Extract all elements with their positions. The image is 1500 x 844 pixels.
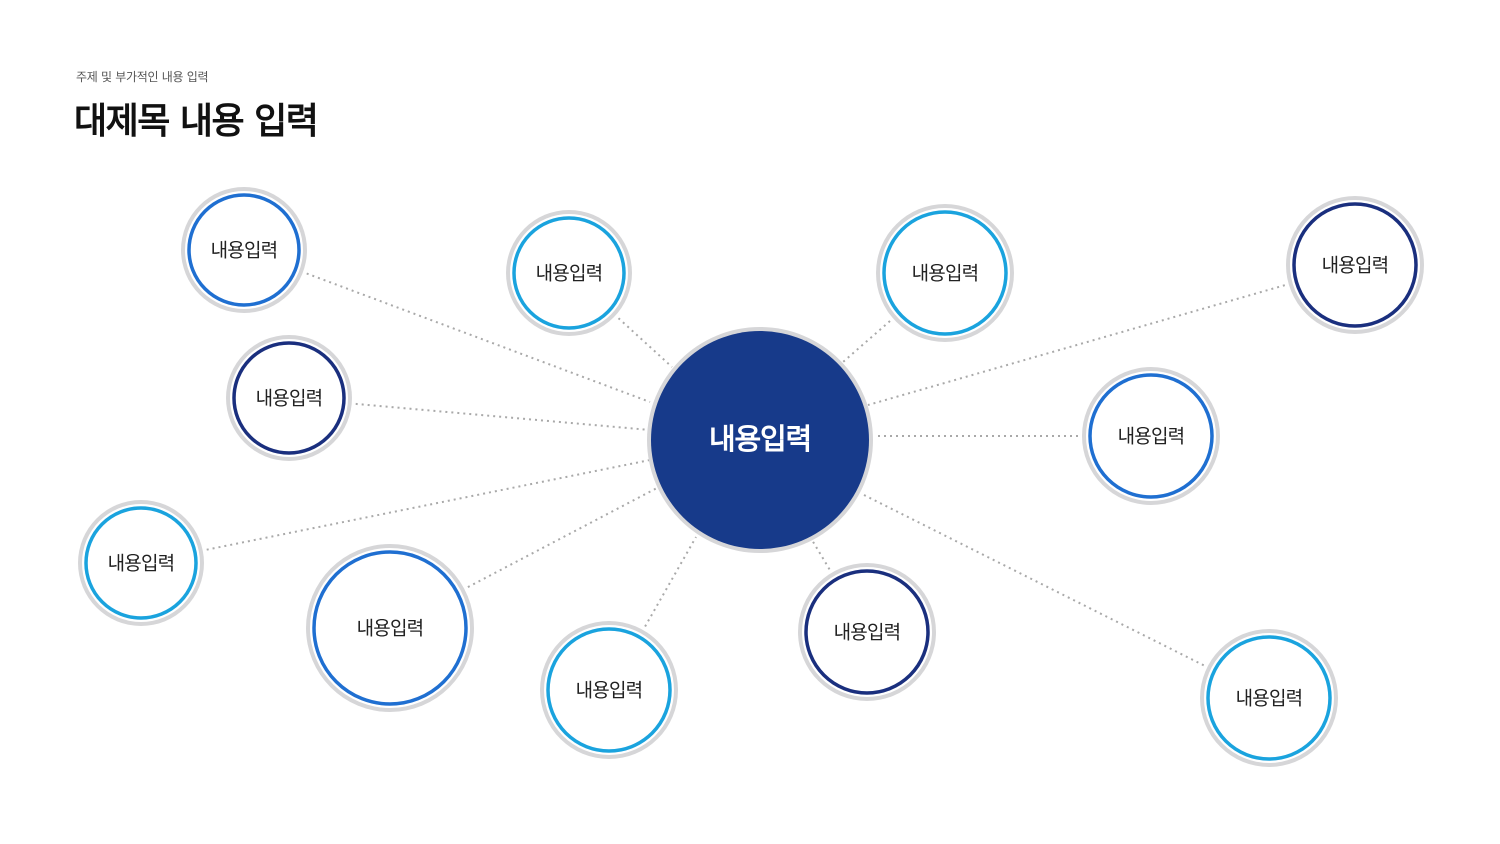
node-colored-ring	[1292, 202, 1418, 328]
satellite-node: 내용입력	[798, 563, 936, 701]
node-label: 내용입력	[1236, 688, 1303, 710]
hub-node: 내용입력	[647, 327, 873, 553]
connector-line	[867, 284, 1286, 406]
node-label: 내용입력	[108, 553, 175, 575]
hub-circle	[651, 331, 869, 549]
node-colored-ring	[84, 506, 198, 620]
satellite-node: 내용입력	[876, 204, 1014, 342]
node-label: 내용입력	[357, 618, 424, 640]
connector-line	[861, 493, 1205, 667]
node-label: 내용입력	[211, 240, 278, 262]
satellite-node: 내용입력	[1200, 629, 1338, 767]
slide-subtitle: 주제 및 부가적인 내용 입력	[76, 70, 209, 84]
node-colored-ring	[882, 210, 1008, 336]
satellite-node: 내용입력	[1082, 367, 1220, 505]
node-colored-ring	[187, 193, 301, 307]
slide-title: 대제목 내용 입력	[74, 101, 319, 142]
node-colored-ring	[804, 569, 930, 695]
satellite-node: 내용입력	[181, 187, 307, 313]
node-label: 내용입력	[256, 388, 323, 410]
node-colored-ring	[546, 627, 672, 753]
node-colored-ring	[512, 216, 626, 330]
satellite-node: 내용입력	[506, 210, 632, 336]
node-label: 내용입력	[536, 263, 603, 285]
connector-line	[467, 487, 658, 588]
satellite-node: 내용입력	[78, 500, 204, 626]
node-colored-ring	[1088, 373, 1214, 499]
hub-label: 내용입력	[709, 422, 811, 456]
connector-line	[355, 402, 651, 431]
satellite-node: 내용입력	[226, 335, 352, 461]
satellite-node: 내용입력	[306, 544, 474, 712]
connector-line	[811, 539, 831, 570]
connector-line	[644, 536, 697, 627]
connector-line	[842, 320, 891, 363]
connector-line	[617, 317, 673, 368]
node-colored-ring	[312, 550, 468, 706]
satellite-node: 내용입력	[1286, 196, 1424, 334]
node-label: 내용입력	[912, 263, 979, 285]
node-label: 내용입력	[1322, 255, 1389, 277]
node-label: 내용입력	[1118, 426, 1185, 448]
node-colored-ring	[232, 341, 346, 455]
node-label: 내용입력	[834, 622, 901, 644]
connector-lines	[206, 272, 1286, 667]
connector-line	[306, 272, 651, 403]
satellite-node: 내용입력	[540, 621, 678, 759]
connector-line	[206, 459, 651, 551]
node-colored-ring	[1206, 635, 1332, 761]
node-label: 내용입력	[576, 680, 643, 702]
